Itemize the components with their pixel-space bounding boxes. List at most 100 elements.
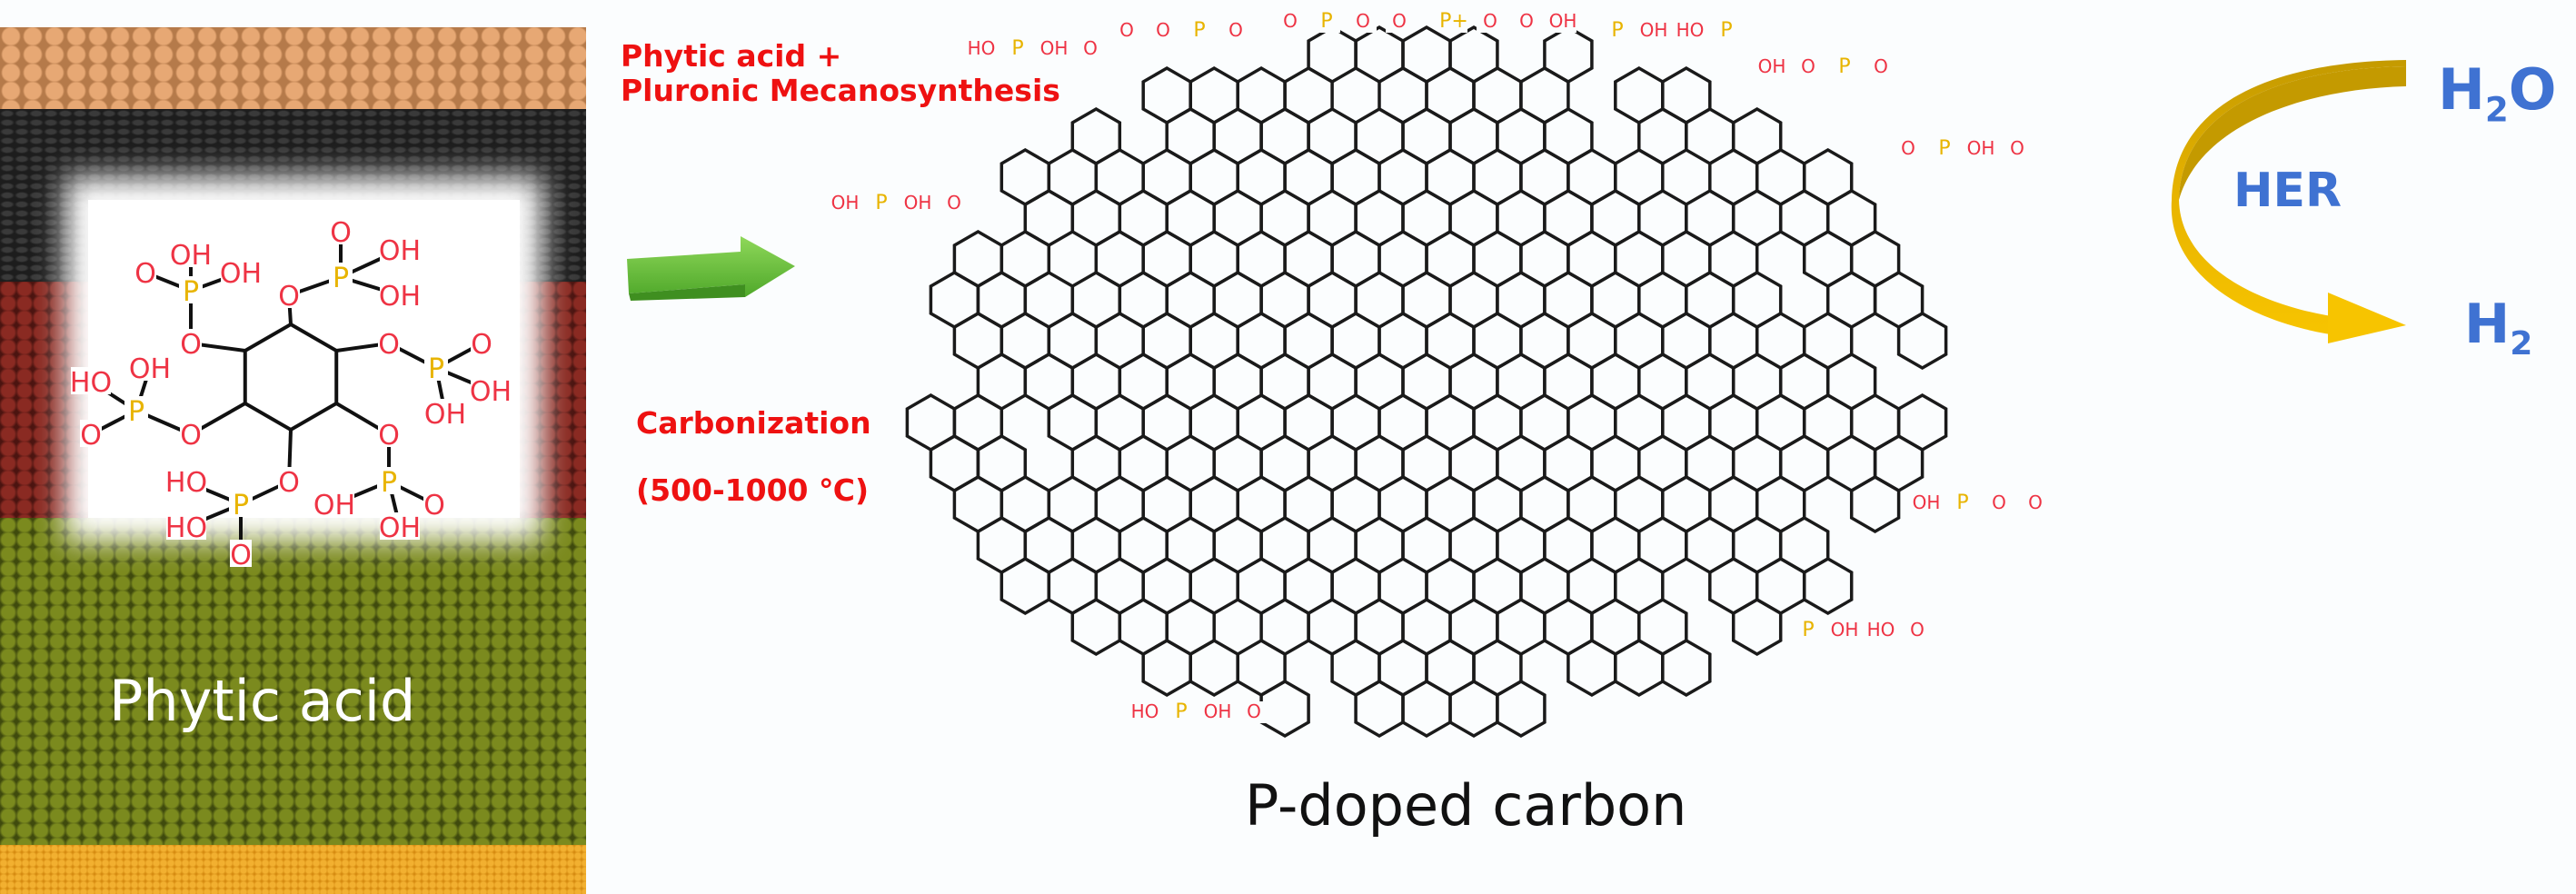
oxygen-atom-label: OH [1831,619,1859,641]
phosphorus-atom-label: P [233,490,249,522]
carbon-hexagon [1614,638,1665,698]
phosphorus-atom-label: P [428,353,444,385]
oxygen-atom-label: O [1519,10,1534,32]
h2o-subscript: 2 [2484,89,2509,130]
her-curved-arrow-icon [2171,60,2406,343]
oxygen-atom-label: O [2028,492,2043,513]
oxygen-group-label: O [330,217,352,249]
oxygen-atom-label: OH [1967,137,1995,159]
her-label: HER [2233,164,2342,218]
phosphorus-atom-label: P [1175,700,1187,723]
millet-band [0,845,586,894]
oxygen-atom-label: O [1392,10,1407,32]
carbon-hexagon [1661,638,1712,698]
oxygen-atom-label: O [1483,10,1497,32]
oxygen-group-label: HO [70,367,112,399]
oxygen-atom-label: O [1083,37,1098,59]
oxygen-atom-label: OH [1640,19,1668,41]
oxygen-atom-label: O [1119,19,1134,41]
oxygen-atom-label: O [1801,55,1815,77]
phosphorus-atom-label: P [1838,55,1850,78]
carbon-hexagon [1000,556,1051,616]
h2-h: H [2464,293,2511,356]
step2-text-line1: Carbonization [636,405,871,441]
phosphorus-atom-label: P [1938,137,1950,160]
oxygen-atom-label: O [1901,137,1915,159]
oxygen-group-label: OH [424,399,466,431]
oxygen-atom-label: O [1228,19,1243,41]
oxygen-atom-label: OH [904,192,932,214]
oxygen-atom-label: OH [831,192,860,214]
oxygen-group-label: O [134,258,156,290]
oxygen-atom-label: O [1874,55,1888,77]
phosphorus-atom-label: P [128,396,144,428]
step1-text-line2: Pluronic Mecanosynthesis [621,73,1060,108]
oxygen-atom-label: O [1910,619,1925,641]
oxygen-atom-label: HO [1676,19,1705,41]
carbon-hexagon [1354,679,1405,739]
phosphorus-atom-label: P [1720,19,1732,42]
mung-bean-band [0,518,586,854]
oxygen-atom-label: O [378,329,400,361]
phosphorus-atom-label: P [875,192,887,214]
oxygen-atom-label: OH [1913,492,1941,513]
oxygen-atom-label: O [180,329,202,361]
water-reactant-label: H2O [2438,56,2557,129]
oxygen-atom-label: OH [1204,700,1232,722]
hydrogen-product-label: H2 [2464,293,2532,363]
carbon-hexagon [1401,679,1452,739]
carbon-hexagon [1448,679,1499,739]
carbon-hexagon [1259,679,1310,739]
oxygen-atom-label: O [1992,492,2006,513]
phosphorus-atom-label: P [1320,10,1332,33]
phosphorus-atom-label: P [1011,37,1023,60]
carbon-hexagon [1849,474,1901,534]
oxygen-group-label: OH [313,490,355,522]
oxygen-atom-label: HO [968,37,996,59]
lentil-band [0,27,586,114]
oxygen-group-label: OH [379,235,421,267]
phosphorus-atom-label: P [381,467,397,499]
carbon-hexagon [1566,638,1617,698]
phytic-acid-label: Phytic acid [109,668,416,734]
oxygen-group-label: O [471,329,492,361]
oxygen-group-label: OH [129,353,171,385]
carbon-hexagon [1070,597,1122,657]
oxygen-atom-label: HO [1867,619,1895,641]
oxygen-group-label: O [230,540,252,571]
phytic-acid-structure: OPOOHOHOPOOHOHOPOOHOHOPOOHOHOPOHOHOOPOHO… [70,217,512,571]
oxygen-group-label: OH [170,240,212,272]
oxygen-atom-label: OH [1549,10,1577,32]
phosphorus-atom-label: P [1956,492,1968,514]
oxygen-group-label: O [80,420,102,452]
oxygen-group-label: OH [379,281,421,313]
oxygen-group-label: HO [165,512,207,544]
oxygen-group-label: OH [379,512,421,544]
p-doped-carbon-label: P-doped carbon [1245,772,1687,839]
phosphorus-atom-label: P+ [1439,10,1468,33]
phosphorus-atom-label: P [183,276,199,308]
oxygen-atom-label: O [1247,700,1261,722]
oxygen-atom-label: O [180,420,202,452]
oxygen-atom-label: O [378,420,400,452]
oxygen-atom-label: HO [1131,700,1159,722]
h2o-h: H [2438,56,2485,123]
oxygen-group-label: O [423,490,445,522]
step1-text-line1: Phytic acid + [621,38,842,74]
carbon-hexagon [1141,638,1192,698]
carbon-hexagon [1496,679,1547,739]
oxygen-group-label: OH [220,258,262,290]
oxygen-atom-label: O [278,281,300,313]
phosphorus-atom-label: P [1802,619,1814,641]
oxygen-group-label: HO [165,467,207,499]
h2o-o: O [2508,56,2557,123]
cyclohexane-ring [243,322,339,432]
carbon-hexagon [1802,556,1854,616]
oxygen-atom-label: O [1283,10,1298,32]
oxygen-atom-label: O [278,467,300,499]
oxygen-atom-label: OH [1758,55,1786,77]
phosphorus-atom-label: P [1193,19,1205,42]
phosphorus-atom-label: P [333,263,349,294]
oxygen-group-label: OH [470,376,512,408]
